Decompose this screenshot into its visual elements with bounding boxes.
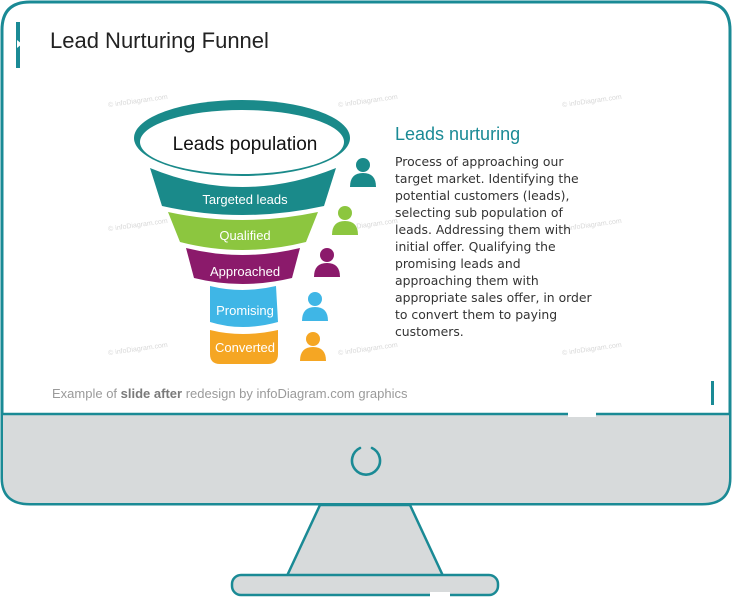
person-icon (314, 248, 340, 277)
caption-prefix: Example of (52, 386, 121, 401)
funnel-opening (140, 110, 344, 174)
person-icon (300, 332, 326, 361)
funnel-diagram (134, 100, 350, 364)
person-icon (332, 206, 358, 235)
slide-title: Lead Nurturing Funnel (50, 28, 269, 53)
funnel-stage-approached (186, 248, 300, 284)
funnel-stage-converted (210, 330, 278, 364)
stage-label-approached: Approached (209, 264, 281, 279)
funnel-top-label: Leads population (172, 134, 318, 155)
caption: Example of slide after redesign by infoD… (52, 386, 408, 401)
right-accent-bar (711, 381, 714, 405)
panel-body: Process of approaching our target market… (395, 154, 592, 339)
monitor-base (230, 573, 500, 597)
stage-label-targeted: Targeted leads (202, 192, 288, 207)
funnel-stage-promising (210, 286, 278, 327)
description-panel: Leads nurturing Process of approaching o… (395, 124, 595, 340)
caption-suffix: redesign by infoDiagram.com graphics (182, 386, 408, 401)
stage-label-converted: Converted (215, 340, 275, 355)
power-button-icon (350, 446, 382, 476)
funnel-stage-qualified (168, 212, 318, 250)
panel-heading: Leads nurturing (395, 124, 521, 144)
monitor-stand (284, 503, 446, 580)
title-caret-icon (17, 40, 22, 48)
stage-label-qualified: Qualified (219, 228, 271, 243)
monitor-chin (3, 414, 729, 503)
person-icon (350, 158, 376, 187)
person-icon (302, 292, 328, 321)
funnel-stage-targeted (150, 168, 336, 215)
stage-label-promising: Promising (216, 303, 274, 318)
caption-bold: slide after (120, 386, 183, 401)
